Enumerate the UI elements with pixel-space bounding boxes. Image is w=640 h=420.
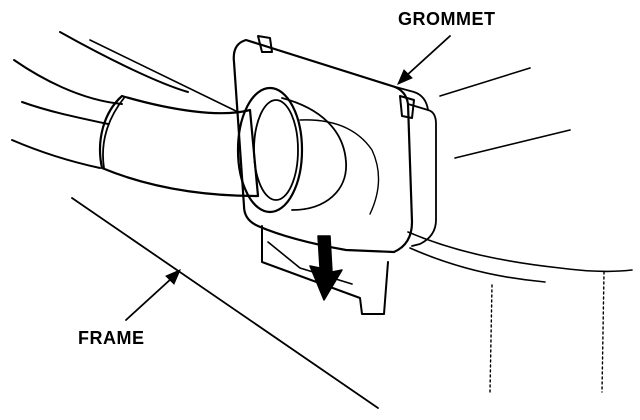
cable-sleeve xyxy=(98,94,260,198)
frame-top-edge xyxy=(407,231,633,273)
frame-callout: FRAME xyxy=(78,269,181,348)
frame-leader-line xyxy=(125,277,173,321)
grommet-leader-arrowhead xyxy=(397,69,413,85)
boot-outer-ring xyxy=(236,86,304,214)
boot-flare xyxy=(281,97,347,211)
panel-edge-right-upper xyxy=(439,67,531,97)
body-panel xyxy=(89,39,571,159)
grommet-callout: GROMMET xyxy=(397,9,496,85)
plate-slot-side xyxy=(399,95,415,119)
cable-outer-bottom xyxy=(11,139,101,169)
grommet-plate xyxy=(232,35,437,254)
bracket-outline xyxy=(261,225,389,315)
frame-hidden-edge-left xyxy=(489,284,493,393)
boot-inner-ring xyxy=(253,99,299,201)
cable-rear-top xyxy=(59,31,189,93)
plate-slot-top xyxy=(257,35,273,53)
frame-member xyxy=(71,197,633,409)
grommet-leader-line xyxy=(405,35,451,77)
grommet-label: GROMMET xyxy=(398,9,496,29)
arrow-down-shape xyxy=(309,235,343,301)
frame-leader-arrowhead xyxy=(165,269,181,285)
sleeve-outline xyxy=(98,94,260,198)
frame-front-edge xyxy=(71,197,379,409)
plate-boss-contour xyxy=(299,119,380,215)
panel-edge-right-lower xyxy=(454,129,571,159)
arrow-down-icon xyxy=(309,235,343,301)
cable-rear-mid xyxy=(21,101,109,125)
plate-side-thickness xyxy=(407,103,437,247)
plate-outline xyxy=(232,38,414,254)
frame-label: FRAME xyxy=(78,328,145,348)
cable xyxy=(11,31,189,169)
frame-hidden-edge-right xyxy=(601,271,605,393)
grommet-boot xyxy=(236,86,347,214)
cable-outer-top xyxy=(13,59,123,105)
plate-top-thickness xyxy=(391,85,429,111)
panel-edge-top xyxy=(89,39,239,113)
frame-inner-edge xyxy=(409,247,546,283)
sleeve-end-ring xyxy=(102,97,125,169)
